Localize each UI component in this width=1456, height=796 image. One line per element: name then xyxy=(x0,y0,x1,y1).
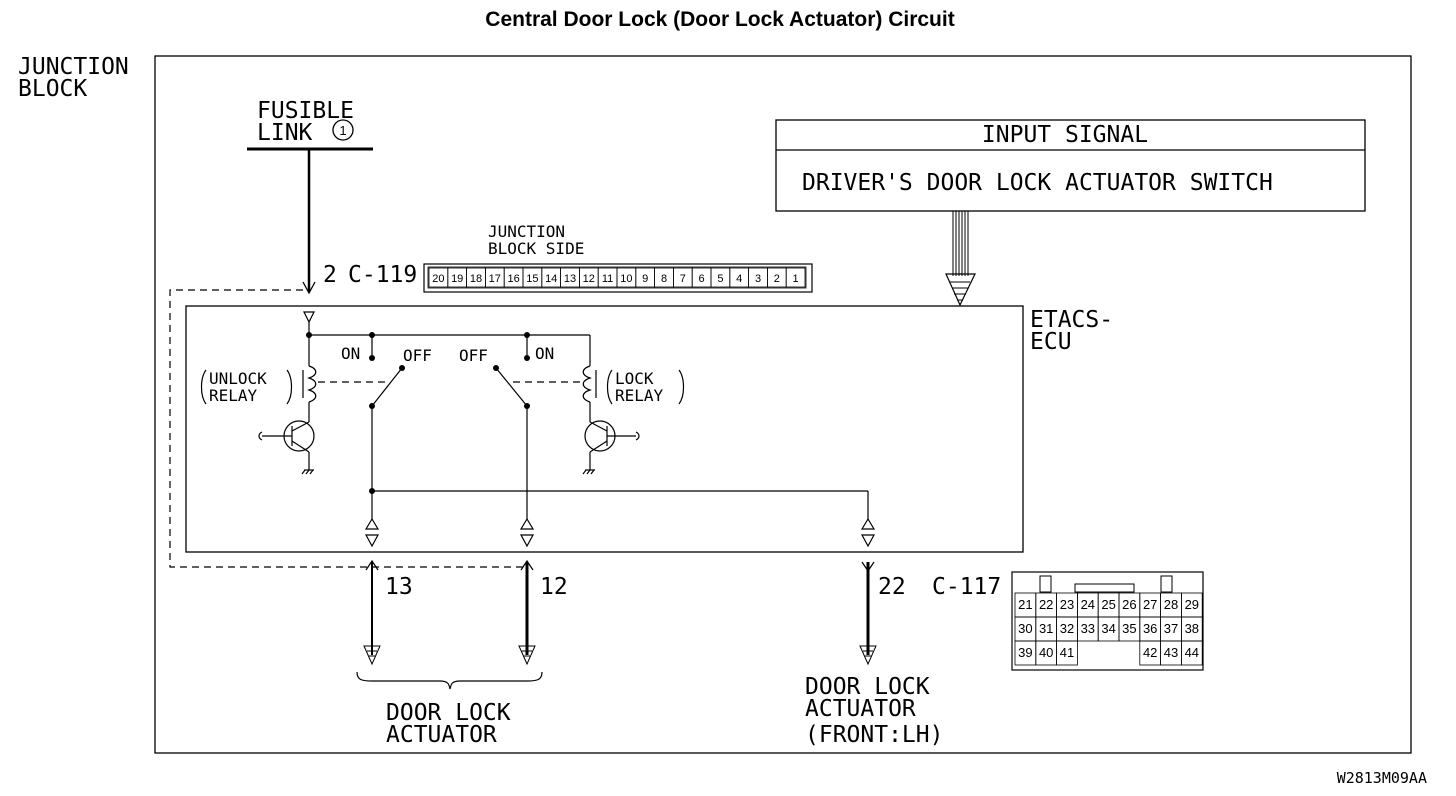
c119-pin-number: 12 xyxy=(583,273,595,285)
c117-pin-number: 44 xyxy=(1185,645,1199,660)
lock-relay-label-2: RELAY xyxy=(615,386,664,405)
c119-name: C-119 xyxy=(348,262,417,288)
c117-pin-number: 43 xyxy=(1164,645,1178,660)
c117-pin-number: 40 xyxy=(1039,645,1053,660)
fusible-link-label-2: LINK xyxy=(257,120,313,146)
c117-pin-number: 30 xyxy=(1018,621,1032,636)
c119-pin-number: 13 xyxy=(564,273,576,285)
c119-pin-number: 1 xyxy=(793,273,799,285)
c119-side-label-1: JUNCTION xyxy=(488,222,565,241)
lock-on-label: ON xyxy=(535,344,554,363)
junction-block-label-2: BLOCK xyxy=(18,76,87,102)
c117-pin-cell xyxy=(1056,640,1078,666)
output-wires xyxy=(365,559,875,655)
junction-block-dashed-boundary xyxy=(169,289,527,568)
front-actuator-label-3: (FRONT:LH) xyxy=(805,722,943,748)
unlock-on-label: ON xyxy=(341,344,360,363)
fusible-link-number: 1 xyxy=(339,123,346,138)
etacs-ecu-box xyxy=(185,305,1024,553)
front-actuator-label-2: ACTUATOR xyxy=(805,696,916,722)
lock-bracket-left xyxy=(606,369,613,405)
c117-pin-number: 31 xyxy=(1039,621,1053,636)
c117-pin-number: 22 xyxy=(1039,597,1053,612)
c117-pin-number: 23 xyxy=(1060,597,1074,612)
c117-pin-number: 33 xyxy=(1081,621,1095,636)
c119-pin-number: 4 xyxy=(736,273,742,285)
c119-pin-number: 6 xyxy=(699,273,705,285)
c117-pin-number: 26 xyxy=(1122,597,1136,612)
unlock-off-label: OFF xyxy=(403,346,432,365)
c119-pin-number: 15 xyxy=(526,273,538,285)
c117-pin-number: 34 xyxy=(1101,621,1115,636)
door-lock-actuator-label-2: ACTUATOR xyxy=(386,722,497,748)
c117-pin-number: 21 xyxy=(1018,597,1032,612)
c119-pin-number: 14 xyxy=(545,273,557,285)
c117-connector-face: 21 22 23 24 25 26 27 28 29 30 31 32 33 34 35 36 37 38 39 40… xyxy=(1011,571,1204,671)
c117-pin-number: 27 xyxy=(1143,597,1157,612)
unlock-relay-label-2: RELAY xyxy=(209,386,258,405)
c119-pin-number: 2 xyxy=(774,273,780,285)
ecu-label-2: ECU xyxy=(1030,329,1072,355)
c119-pin-number: 18 xyxy=(470,273,482,285)
c119-pin-number: 20 xyxy=(432,273,444,285)
unlock-relay-label-1: UNLOCK xyxy=(209,369,267,388)
junction-block-frame xyxy=(154,55,1412,754)
junction-block-label-1: JUNCTION xyxy=(18,54,129,80)
lock-bracket-right xyxy=(678,369,685,405)
lock-relay-label-1: LOCK xyxy=(615,369,654,388)
c119-pin-label: 2 xyxy=(323,262,337,288)
c117-pin-number: 39 xyxy=(1018,645,1032,660)
c119-pin-cell xyxy=(785,267,806,288)
c117-pin-number: 42 xyxy=(1143,645,1157,660)
terminal-12-label: 12 xyxy=(540,574,568,600)
c117-pin-number: 37 xyxy=(1164,621,1178,636)
circuit-junction-dots xyxy=(306,332,530,494)
fusible-link-number-circle xyxy=(332,119,354,141)
c117-pin-number: 24 xyxy=(1081,597,1095,612)
c119-pin-number: 16 xyxy=(507,273,519,285)
c117-pin-number: 32 xyxy=(1060,621,1074,636)
fusible-link-label-1: FUSIBLE xyxy=(257,98,354,124)
c117-name: C-117 xyxy=(932,574,1001,600)
c117-pin-cell xyxy=(1181,640,1203,666)
c119-pin-number: 7 xyxy=(680,273,686,285)
input-signal-bus xyxy=(945,211,976,307)
c119-pin-number: 10 xyxy=(620,273,632,285)
power-wire-arrow xyxy=(302,281,316,295)
actuator-brace xyxy=(356,671,543,690)
c119-side-label-2: BLOCK SIDE xyxy=(488,239,584,258)
figure-code: W2813M09AA xyxy=(1337,769,1427,787)
output-arrowheads xyxy=(363,645,877,666)
door-lock-actuator-label-1: DOOR LOCK xyxy=(386,700,511,726)
unlock-bracket-left xyxy=(200,369,207,405)
ecu-internal-circuit xyxy=(258,311,876,548)
c117-pin-number: 36 xyxy=(1143,621,1157,636)
c119-pin-number: 8 xyxy=(661,273,667,285)
c117-pin-number: 29 xyxy=(1185,597,1199,612)
c117-pin-number: 25 xyxy=(1101,597,1115,612)
c119-pin-number: 3 xyxy=(755,273,761,285)
c117-pin-number: 28 xyxy=(1164,597,1178,612)
c119-pin-number: 11 xyxy=(602,273,613,285)
input-signal-box xyxy=(775,119,1366,212)
c119-pin-number: 5 xyxy=(717,273,723,285)
c117-pin-number: 35 xyxy=(1122,621,1136,636)
lock-off-label: OFF xyxy=(459,346,488,365)
c117-pin-number: 41 xyxy=(1060,645,1074,660)
terminal-13-label: 13 xyxy=(385,574,413,600)
c119-pin-number: 19 xyxy=(451,273,463,285)
c117-pin-number: 38 xyxy=(1185,621,1199,636)
input-signal-header: INPUT SIGNAL xyxy=(982,122,1148,148)
diagram-title: Central Door Lock (Door Lock Actuator) C… xyxy=(485,8,954,31)
terminal-22-label: 22 xyxy=(878,574,906,600)
unlock-bracket-right xyxy=(286,369,293,405)
input-signal-label: DRIVER'S DOOR LOCK ACTUATOR SWITCH xyxy=(802,170,1273,196)
ecu-label-1: ETACS- xyxy=(1030,307,1113,333)
front-actuator-label-1: DOOR LOCK xyxy=(805,674,930,700)
c119-pin-number: 17 xyxy=(489,273,501,285)
c119-pin-number: 9 xyxy=(642,273,648,285)
